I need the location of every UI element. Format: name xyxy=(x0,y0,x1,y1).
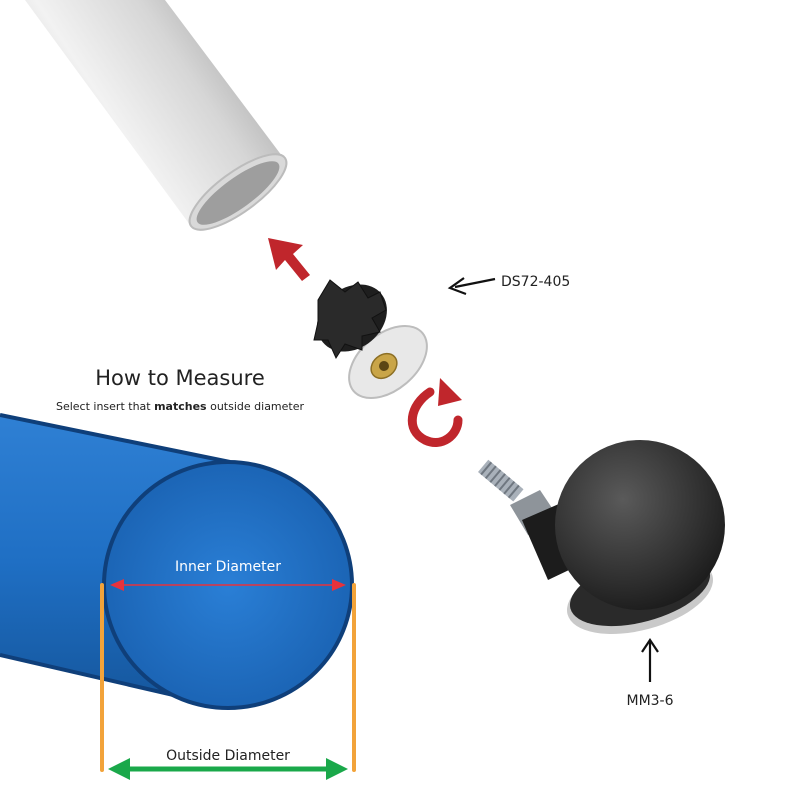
page-title: How to Measure xyxy=(95,366,265,390)
rotate-arrow-icon xyxy=(407,378,463,447)
inner-diameter-arrow xyxy=(110,579,346,591)
caster-wheel xyxy=(478,440,725,634)
outside-diameter-label: Outside Diameter xyxy=(166,748,290,764)
subtitle-suffix: outside diameter xyxy=(207,400,305,413)
insert-leader-arrow xyxy=(447,277,496,296)
insert-part xyxy=(313,279,428,400)
inner-diameter-label: Inner Diameter xyxy=(175,559,281,575)
silver-tube xyxy=(25,0,288,231)
outside-diameter-arrow xyxy=(108,758,348,780)
subtitle-bold: matches xyxy=(154,400,207,413)
insert-part-label: DS72-405 xyxy=(501,274,570,290)
subtitle-prefix: Select insert that xyxy=(56,400,154,413)
up-left-arrow-icon xyxy=(268,238,310,281)
page-subtitle: Select insert that matches outside diame… xyxy=(56,400,305,413)
caster-leader-arrow xyxy=(641,638,659,682)
caster-part-label: MM3-6 xyxy=(626,693,673,709)
